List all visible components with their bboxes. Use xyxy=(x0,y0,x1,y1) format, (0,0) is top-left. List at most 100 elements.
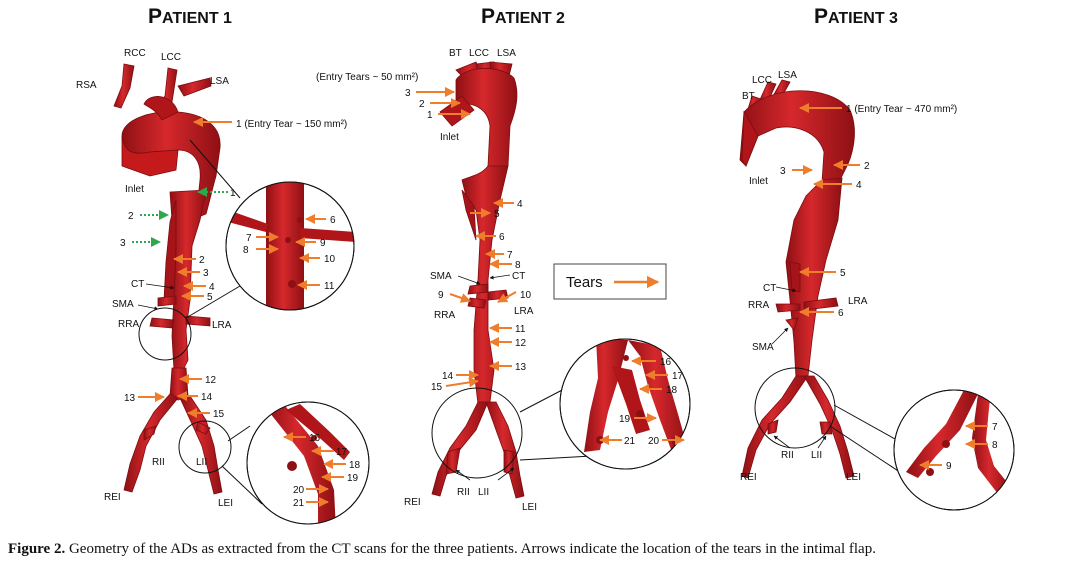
inset-1b: 16 17 18 19 20 21 xyxy=(246,401,370,525)
tear-label: 19 xyxy=(347,473,359,484)
caption-text: Geometry of the ADs as extracted from th… xyxy=(68,541,876,557)
inset-2: 16 17 18 19 20 21 xyxy=(559,338,691,470)
zoom-markers-patient-2 xyxy=(431,387,593,479)
label-lii: LII xyxy=(478,487,489,498)
label-sma: SMA xyxy=(752,342,774,353)
tear-label: 18 xyxy=(666,385,678,396)
label-ct: CT xyxy=(512,271,525,282)
vessel-labels-patient-2: BT LCC LSA (Entry Tears ~ 50 mm²) Inlet … xyxy=(316,48,537,513)
label-rei: REI xyxy=(104,492,121,503)
tear-label: 14 xyxy=(201,392,213,403)
label-lcc: LCC xyxy=(752,75,772,86)
tear-label: 20 xyxy=(293,485,305,496)
aorta-model-patient-3 xyxy=(739,79,855,479)
tear-label: 19 xyxy=(619,414,631,425)
tear-label: 4 xyxy=(517,199,523,210)
label-lei: LEI xyxy=(522,502,537,513)
label-rcc: RCC xyxy=(124,48,146,59)
tear-label: 5 xyxy=(207,292,213,303)
tear-label: 13 xyxy=(124,393,136,404)
inset-1a: 6 7 8 9 10 11 xyxy=(225,181,355,311)
label-rsa: RSA xyxy=(76,80,97,91)
tear-label: 3 xyxy=(203,268,209,279)
tear-label: 2 xyxy=(199,255,205,266)
label-rii: RII xyxy=(152,457,165,468)
tear-label: 5 xyxy=(840,268,846,279)
figure-caption: Figure 2. Geometry of the ADs as extract… xyxy=(8,541,1088,558)
pointers-patient-1 xyxy=(137,283,175,311)
tear-label: 20 xyxy=(648,436,660,447)
tear-label: 1 xyxy=(230,188,236,199)
panel-patient-1: PATIENT 1 RCC LCC RSA LSA Inlet xyxy=(76,5,370,525)
pointers-patient-3 xyxy=(771,286,827,449)
label-rra: RRA xyxy=(748,300,769,311)
tear-label: 15 xyxy=(213,409,225,420)
tear-label: 8 xyxy=(515,260,521,271)
panel-title-patient-2: PATIENT 2 xyxy=(481,5,565,28)
tear-label: 6 xyxy=(838,308,844,319)
label-lii: LII xyxy=(811,450,822,461)
label-inlet: Inlet xyxy=(440,132,459,143)
tear-label: 4 xyxy=(209,282,215,293)
label-ct: CT xyxy=(131,279,144,290)
label-lra: LRA xyxy=(848,296,868,307)
label-rra: RRA xyxy=(118,319,139,330)
tear-label: 9 xyxy=(320,238,326,249)
tear-label: 16 xyxy=(309,433,321,444)
tear-label: 10 xyxy=(520,290,532,301)
label-rra: RRA xyxy=(434,310,455,321)
pointers-patient-2 xyxy=(455,274,515,481)
label-lei: LEI xyxy=(846,472,861,483)
label-rei: REI xyxy=(404,497,421,508)
tear-label: 21 xyxy=(293,498,305,509)
panel-patient-2: PATIENT 2 BT LCC LSA (Entry Tears ~ 50 m… xyxy=(316,5,691,513)
label-inlet: Inlet xyxy=(749,176,768,187)
label-lra: LRA xyxy=(514,306,534,317)
tear-label: 17 xyxy=(336,447,348,458)
tear-label: 7 xyxy=(992,422,998,433)
label-inlet: Inlet xyxy=(125,184,144,195)
panel-patient-3: PATIENT 3 LCC LSA BT Inlet CT RRA LRA xyxy=(739,5,1015,511)
vessel-labels-patient-3: LCC LSA BT Inlet CT RRA LRA SMA RII LII … xyxy=(740,70,868,483)
tear-label: 4 xyxy=(856,180,862,191)
panel-title-patient-3: PATIENT 3 xyxy=(814,5,898,28)
tear-label: 9 xyxy=(438,290,444,301)
tear-label: 11 xyxy=(515,324,526,335)
label-lcc: LCC xyxy=(161,52,181,63)
entry-tears-note-2: (Entry Tears ~ 50 mm²) xyxy=(316,72,418,83)
tear-label: 6 xyxy=(499,232,505,243)
label-rii: RII xyxy=(781,450,794,461)
tear-label: 3 xyxy=(120,238,126,249)
legend-label: Tears xyxy=(566,274,603,291)
tear-label: 13 xyxy=(515,362,527,373)
label-rii: RII xyxy=(457,487,470,498)
tear-label: 16 xyxy=(660,357,672,368)
tear-label: 2 xyxy=(128,211,134,222)
tear-label: 6 xyxy=(330,215,336,226)
label-lra: LRA xyxy=(212,320,232,331)
tear-arrows-patient-2: 3 2 1 4 5 6 7 8 9 10 11 12 13 xyxy=(405,87,532,393)
label-sma: SMA xyxy=(430,271,452,282)
tear-label: 18 xyxy=(349,460,361,471)
caption-label: Figure 2. xyxy=(8,541,66,557)
tear-label: 8 xyxy=(992,440,998,451)
tear-label: 17 xyxy=(672,371,684,382)
tear-label: 7 xyxy=(246,233,252,244)
legend-tears: Tears xyxy=(553,263,667,300)
zoom-markers-patient-1 xyxy=(138,139,263,505)
tear-arrows-patient-1: 1 (Entry Tear ~ 150 mm²) 1 2 3 2 3 4 5 1… xyxy=(120,117,347,420)
vessel-labels-patient-1: RCC LCC RSA LSA Inlet CT SMA RRA LRA RII… xyxy=(76,48,233,509)
tear-label: 8 xyxy=(243,245,249,256)
tear-label: 14 xyxy=(442,371,454,382)
label-lcc: LCC xyxy=(469,48,489,59)
tear-label: 7 xyxy=(507,250,513,261)
tear-arrows-patient-3: 1 (Entry Tear ~ 470 mm²) 2 3 4 5 6 xyxy=(780,103,957,319)
panel-title-patient-1: PATIENT 1 xyxy=(148,5,232,28)
label-lsa: LSA xyxy=(778,70,797,81)
tear-label: 10 xyxy=(324,254,336,265)
label-ct: CT xyxy=(763,283,776,294)
label-bt: BT xyxy=(742,91,755,102)
label-rei: REI xyxy=(740,472,757,483)
label-lei: LEI xyxy=(218,498,233,509)
label-sma: SMA xyxy=(112,299,134,310)
